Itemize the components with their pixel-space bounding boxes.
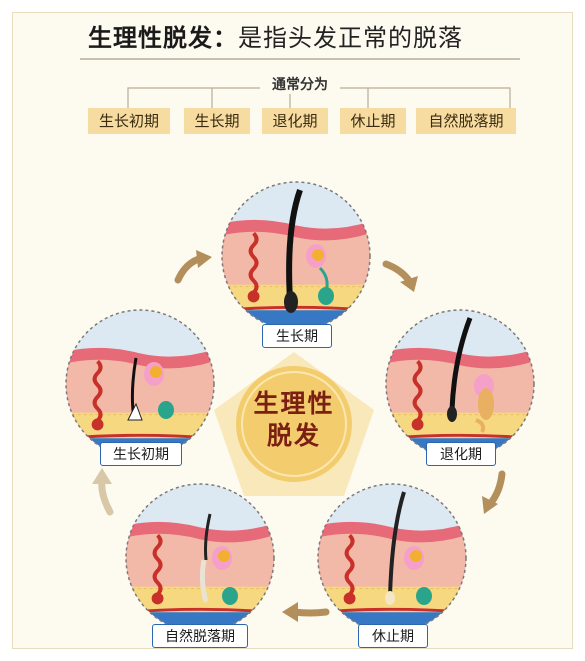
phase-tag-early-growth: 生长初期 <box>88 108 170 134</box>
stage-illustration-early-growth <box>65 309 215 459</box>
title-subtitle: 是指头发正常的脱落 <box>238 24 463 52</box>
stage-illustration-growth <box>221 181 371 331</box>
stage-illustration-resting <box>317 483 467 633</box>
center-label-line1: 生理性 <box>253 389 335 418</box>
phase-tag-growth: 生长期 <box>184 108 250 134</box>
stage-label-regression: 退化期 <box>426 442 496 466</box>
stage-illustration-shedding <box>125 483 275 633</box>
category-label: 通常分为 <box>260 74 340 94</box>
stage-label-growth: 生长期 <box>262 324 332 348</box>
title-main: 生理性脱发： <box>88 24 238 52</box>
stage-label-shedding: 自然脱落期 <box>152 624 248 648</box>
phase-tag-regression: 退化期 <box>262 108 328 134</box>
stage-illustration-regression <box>385 309 535 459</box>
center-badge <box>236 366 352 482</box>
center-label: 生理性 脱发 <box>236 388 352 452</box>
center-label-line2: 脱发 <box>266 421 321 450</box>
stage-label-early-growth: 生长初期 <box>100 442 182 466</box>
stage-label-resting: 休止期 <box>358 624 428 648</box>
title-underline <box>80 58 520 60</box>
page-title: 生理性脱发：是指头发正常的脱落 <box>88 18 463 53</box>
phase-tag-shedding: 自然脱落期 <box>416 108 516 134</box>
phase-tag-resting: 休止期 <box>340 108 406 134</box>
